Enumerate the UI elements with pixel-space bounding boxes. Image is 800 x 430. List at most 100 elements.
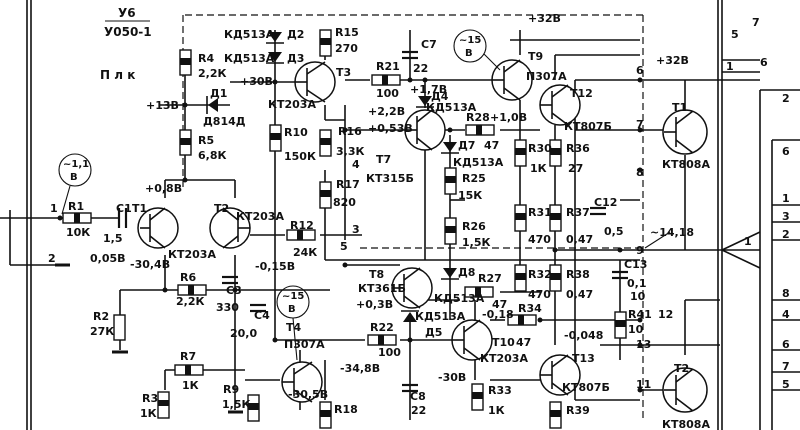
label-c4-value: 20,0 — [230, 327, 257, 340]
label-d8-type: КД513А — [434, 292, 485, 305]
conn-c2: 2 — [782, 92, 790, 105]
node-6: 6 — [636, 64, 644, 77]
label-r37: R37 — [566, 206, 590, 219]
label-r21: R21 — [376, 60, 400, 73]
node-2: 2 — [48, 252, 56, 265]
label-r22-value: 100 — [378, 346, 401, 359]
label-c8-value: 22 — [411, 404, 426, 417]
label-r16-value: 3,3К — [336, 145, 364, 158]
diodes — [206, 32, 459, 322]
label-t3: Т3 — [336, 66, 351, 79]
label-t4-type: П307А — [284, 338, 325, 351]
label-r4: R4 — [198, 52, 214, 65]
transistors — [137, 59, 708, 413]
volt-r22: -34,8В — [340, 362, 380, 375]
label-r3-value: 1К — [140, 407, 157, 420]
label-r1: R1 — [68, 200, 84, 213]
resistors — [62, 29, 627, 429]
label-c13: С13 — [624, 258, 647, 271]
conn-c8: 8 — [782, 287, 790, 300]
label-r17: R17 — [336, 178, 360, 191]
label-r3: R3 — [142, 392, 158, 405]
label-t7: Т7 — [376, 153, 391, 166]
resistor-r2 — [113, 314, 126, 341]
label-d5: Д5 — [425, 326, 442, 339]
ac-output-label: ~14,18 — [650, 226, 694, 239]
label-r32: R32 — [528, 268, 552, 281]
label-t1-power-type: КТ808А — [662, 158, 710, 171]
header-code-bottom: У050-1 — [104, 25, 152, 39]
label-t7-type: КТ315Б — [366, 172, 414, 185]
label-c13-value: 0,1 — [627, 277, 647, 290]
label-r25-value: 15К — [458, 189, 482, 202]
conn-7: 7 — [752, 16, 760, 29]
conn-c3: 3 — [782, 210, 790, 223]
label-r32-value: 470 — [528, 288, 551, 301]
conn-b1: 1 — [726, 60, 734, 73]
volt-t7-emitter: +0,53В — [368, 122, 413, 135]
label-d3: Д3 — [287, 52, 304, 65]
label-r41: R41 — [628, 308, 652, 321]
label-d8: Д8 — [458, 266, 475, 279]
label-c7-value: 22 — [413, 62, 428, 75]
volt-t1-emitter: 0,05В — [90, 252, 126, 265]
label-r34-value: 47 — [516, 336, 531, 349]
connector-labels: 5 7 6 1 2 6 1 3 2 8 4 6 7 5 — [726, 16, 790, 391]
label-r30-value: 1К — [530, 162, 547, 175]
label-t1: Т1 — [132, 202, 147, 215]
volt-r28: +1,0В — [490, 111, 527, 124]
label-t1-type: КТ203А — [168, 248, 216, 261]
label-d3-type: КД513А — [224, 52, 275, 65]
label-c3: С3 — [226, 284, 242, 297]
diode-d4 — [418, 96, 432, 106]
volt-t10-supply: -30В — [438, 371, 466, 384]
transistor-t12 — [539, 84, 581, 126]
label-r28: R28 — [466, 111, 490, 124]
label-d7-type: КД513А — [453, 156, 504, 169]
header-block: П л к — [100, 68, 135, 82]
volt-zener: +13В — [146, 99, 179, 112]
header-code-top: У6 — [118, 6, 136, 20]
label-r22: R22 — [370, 321, 394, 334]
node-1: 1 — [50, 202, 58, 215]
label-d1-type: Д814Д — [203, 115, 246, 128]
label-r38-value: 0,47 — [566, 288, 593, 301]
volt-d4: +1,7В — [410, 83, 447, 96]
volt-supply-out: +32В — [656, 54, 689, 67]
label-r34: R34 — [518, 302, 542, 315]
label-r39: R39 — [566, 404, 590, 417]
label-r5-value: 6,8К — [198, 149, 226, 162]
volt-t13: -0,048 — [564, 329, 603, 342]
label-t2-power-type: КТ808А — [662, 418, 710, 430]
label-r27-value: 47 — [492, 298, 507, 311]
transistor-t10 — [451, 319, 493, 361]
label-r17-value: 820 — [333, 196, 356, 209]
label-r7: R7 — [180, 350, 196, 363]
label-t8-type: КТ361Б — [358, 282, 406, 295]
label-r33: R33 — [488, 384, 512, 397]
svg-text:В: В — [70, 172, 78, 183]
label-r15: R15 — [335, 26, 359, 39]
label-t13: Т13 — [572, 352, 595, 365]
transistor-t3 — [294, 61, 336, 103]
node-11: 11 — [636, 378, 651, 391]
transistor-t1 — [137, 207, 179, 249]
svg-text:~15: ~15 — [282, 291, 304, 302]
label-r15-value: 270 — [335, 42, 358, 55]
frame — [26, 0, 800, 430]
conn-5: 5 — [731, 28, 739, 41]
node-numbers: 1 2 3 4 5 6 7 8 9 10 11 12 13 1 — [48, 64, 752, 391]
svg-text:~1,1: ~1,1 — [63, 159, 89, 170]
junction-dots — [57, 77, 643, 393]
label-t12-type: КТ807Б — [564, 120, 612, 133]
svg-text:В: В — [465, 48, 473, 59]
conn-c7: 7 — [782, 360, 790, 373]
label-t10: Т10 — [492, 336, 515, 349]
transistor-t2 — [209, 207, 251, 249]
label-d4-type: КД513А — [426, 101, 477, 114]
diode-d1 — [208, 98, 218, 112]
svg-text:В: В — [288, 304, 296, 315]
transistor-t8 — [391, 267, 433, 309]
label-r2-value: 27К — [90, 325, 114, 338]
